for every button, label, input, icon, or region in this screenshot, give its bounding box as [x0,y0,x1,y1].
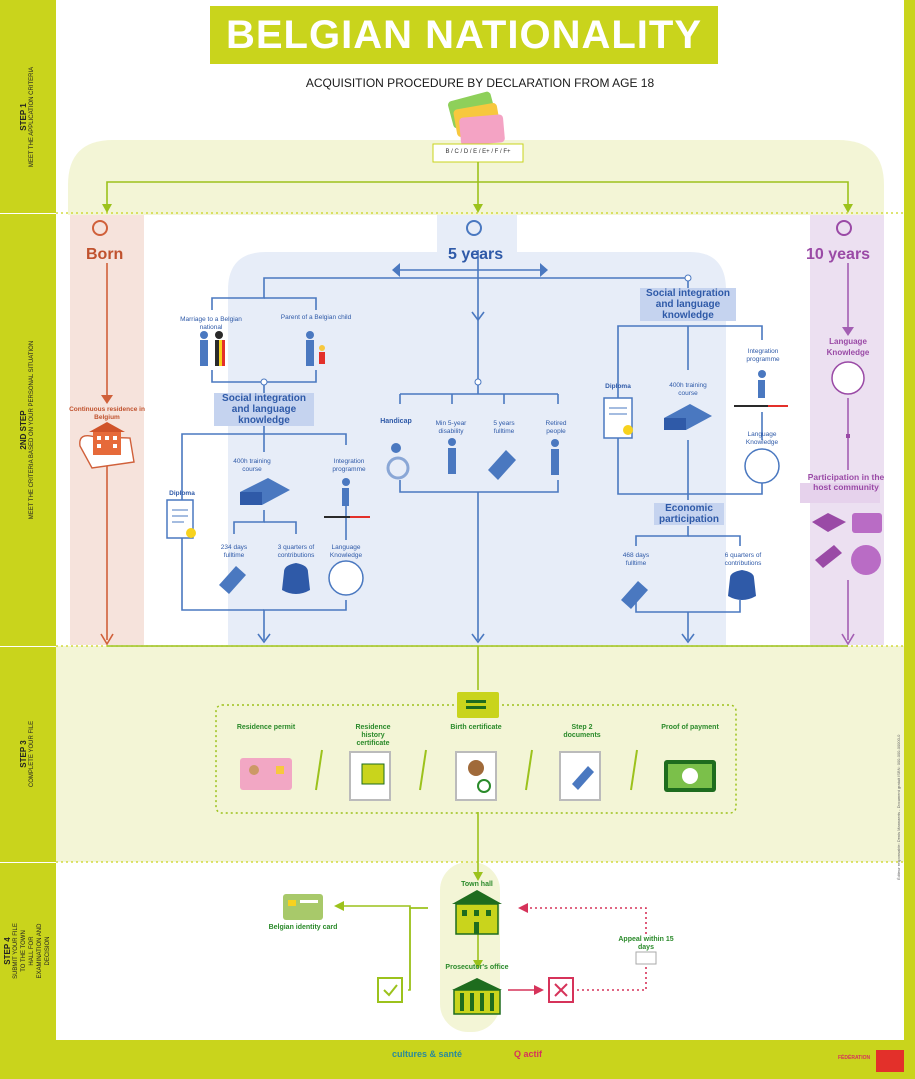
fulltime-468-label: 468 days fulltime [622,552,650,567]
birth-certificate-icon [455,751,497,801]
birth-certificate-label: Birth certificate [450,724,502,731]
social-integration-right: Social integration and language knowledg… [640,288,736,321]
diploma-label: Diploma [605,383,631,390]
integration-label: Integration programme [746,348,780,363]
page-subtitle: ACQUISITION PROCEDURE BY DECLARATION FRO… [305,76,655,90]
five-years-title: 5 years [448,246,504,263]
training-label: 400h training course [233,458,271,473]
social-integration-left: Social integration and language knowledg… [214,393,314,426]
language-icon [328,560,364,596]
town-hall-label: Town hall [461,881,493,888]
euro-bag-icon [282,563,310,594]
permit-codes: B / C / D / E / E+ / F / F+ [445,149,511,155]
disability-icon [448,438,456,474]
retired-label: Retired people [545,420,567,435]
continuous-residence-label: Continuous residence in Belgium [69,406,145,421]
participation-label: Participation in the host community [807,472,885,492]
logo-qactif: Q actif [514,1049,543,1059]
fiveyears-band [228,252,726,645]
economic-participation-label: Economic participation [654,503,724,525]
tenyears-band [810,215,884,645]
book-icon [240,478,290,505]
ten-language-label: Language Knowledge [826,337,870,357]
wheelchair-icon [386,443,410,480]
identity-card-icon [283,894,323,920]
diploma-icon [603,397,633,439]
envelope-icon [635,951,657,965]
residence-permit-icon [240,758,292,790]
community-icons [812,513,882,575]
parent-label: Parent of a Belgian child [280,314,352,321]
folder-icon [457,692,499,718]
page-title: BELGIAN NATIONALITY [225,12,702,57]
five-years-fulltime-label: 5 years fulltime [493,420,515,435]
wrench-icon [488,450,516,480]
wrench-icon [621,581,648,609]
appeal-label: Appeal within 15 days [618,936,674,951]
quarters-3-label: 3 quarters of contributions [277,544,315,559]
book-icon [664,404,712,430]
diploma-label: Diploma [169,490,195,497]
parent-child-icon [306,331,325,366]
fulltime-234-label: 234 days fulltime [220,544,248,559]
ten-years-title: 10 years [806,246,871,263]
logo-cultures-sante: cultures & santé [392,1049,463,1059]
diploma-icon [166,499,196,539]
integration-label: Integration programme [332,458,366,473]
handicap-label: Handicap [380,418,412,425]
payment-icon [664,760,716,792]
identity-card-label: Belgian identity card [268,924,338,931]
quarters-6-label: 6 quarters of contributions [724,552,762,567]
step1-band [68,140,884,215]
disability-label: Min 5-year disability [435,420,467,435]
step2-documents-icon [559,751,601,801]
marriage-label: Marriage to a Belgian national [180,316,242,331]
step-divider [0,862,56,863]
step-divider [0,213,56,214]
residence-history-label: Residence history certificate [355,724,391,747]
permit-cards-icon [448,91,505,146]
language-knowledge-label: Language Knowledge [745,431,779,446]
retired-icon [551,439,559,475]
proof-of-payment-label: Proof of payment [661,724,719,731]
prosecutor-label: Prosecutor's office [445,964,509,971]
walker-icon [342,478,350,506]
language-icon [744,448,780,484]
title-banner: BELGIAN NATIONALITY [210,6,718,64]
residence-history-icon [349,751,391,801]
prosecutor-icon [452,978,502,1015]
wrench-icon [219,566,246,594]
walker-icon [758,370,766,398]
residence-permit-label: Residence permit [236,724,296,731]
euro-bag-icon [728,570,756,600]
town-hall-icon [452,890,502,935]
step-divider [0,646,56,647]
born-title: Born [86,246,124,263]
language-knowledge-label: Language Knowledge [329,544,363,559]
couple-icon [200,331,225,366]
house-icon [79,422,135,469]
logo-federation: FÉDÉRATION [838,1055,871,1061]
step2-documents-label: Step 2 documents [563,724,601,739]
approved-icon [377,977,403,1003]
training-label: 400h training course [669,382,707,397]
language-icon [831,361,865,395]
side-publisher-text: Éditeur responsable: Denis Mannaerts - D… [896,734,901,880]
red-logo [876,1050,904,1072]
